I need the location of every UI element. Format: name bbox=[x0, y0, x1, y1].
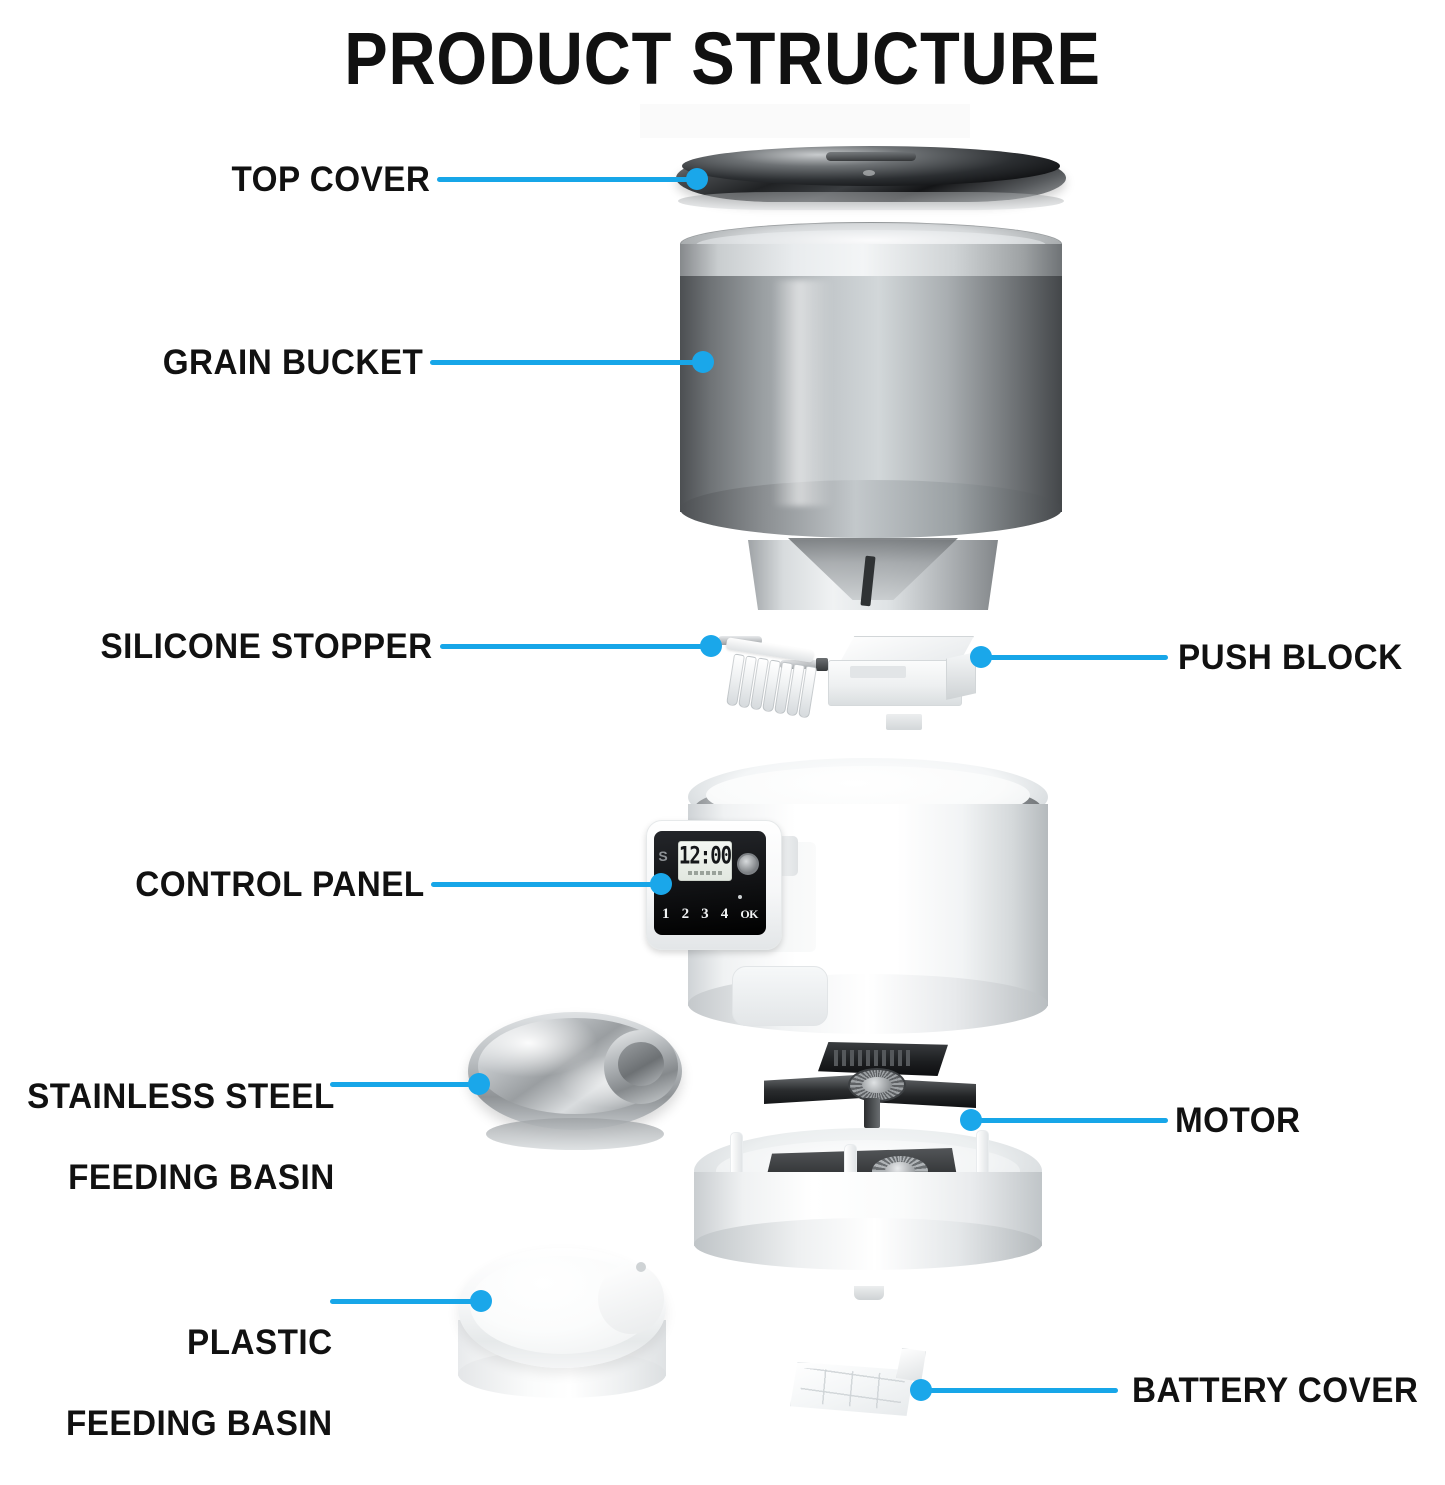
key-3[interactable]: 3 bbox=[701, 905, 709, 922]
leader-line-push-block bbox=[982, 655, 1168, 660]
callout-label-grain-bucket: GRAIN BUCKET bbox=[162, 343, 423, 382]
leader-dot-control-panel bbox=[650, 873, 672, 895]
callout-label-control-panel: CONTROL PANEL bbox=[135, 865, 425, 904]
push-block-foot bbox=[886, 714, 922, 730]
leader-line-stainless-steel-basin bbox=[330, 1082, 476, 1087]
motor-shaft bbox=[864, 1098, 880, 1128]
leader-line-control-panel bbox=[431, 882, 657, 887]
leader-dot-motor bbox=[960, 1109, 982, 1131]
leader-line-top-cover bbox=[437, 177, 691, 182]
lcd-time: 12:00 bbox=[678, 842, 732, 870]
callout-label-top-cover: TOP COVER bbox=[231, 160, 430, 199]
part-battery-cover bbox=[790, 1348, 932, 1426]
control-panel-face: S 12:00 1 2 3 4 OK bbox=[654, 831, 766, 935]
callout-label-plastic-basin: PLASTIC FEEDING BASIN bbox=[27, 1282, 333, 1485]
key-ok[interactable]: OK bbox=[740, 906, 758, 921]
key-2[interactable]: 2 bbox=[681, 905, 690, 922]
callout-label-battery-cover: BATTERY COVER bbox=[1132, 1371, 1419, 1410]
leader-dot-stainless-steel-basin bbox=[468, 1073, 490, 1095]
part-control-panel: S 12:00 1 2 3 4 OK bbox=[646, 820, 798, 950]
leader-dot-battery-cover bbox=[910, 1379, 932, 1401]
motor-gear bbox=[848, 1068, 906, 1102]
callout-label-line1: STAINLESS STEEL bbox=[27, 1076, 336, 1116]
leader-line-motor bbox=[972, 1118, 1168, 1123]
callout-label-push-block: PUSH BLOCK bbox=[1178, 638, 1403, 677]
plastic-bowl-lip bbox=[598, 1264, 664, 1334]
push-block-notch bbox=[850, 666, 906, 678]
product-structure-diagram: PRODUCT STRUCTURE bbox=[0, 17, 1419, 1443]
part-plastic-feeding-basin bbox=[458, 1248, 666, 1404]
callout-label-silicone-stopper: SILICONE STOPPER bbox=[100, 627, 433, 666]
leader-line-battery-cover bbox=[922, 1388, 1118, 1393]
top-cover-surface bbox=[682, 146, 1060, 186]
control-panel-keys: 1 2 3 4 OK bbox=[662, 903, 758, 925]
base-wall bbox=[694, 1172, 1042, 1270]
steel-bowl-base bbox=[486, 1118, 664, 1150]
part-top-cover bbox=[676, 146, 1066, 212]
leader-dot-push-block bbox=[970, 646, 992, 668]
top-cover-rim bbox=[678, 192, 1064, 210]
key-4[interactable]: 4 bbox=[720, 905, 729, 922]
part-stainless-steel-feeding-basin bbox=[468, 1012, 682, 1156]
page-title: PRODUCT STRUCTURE bbox=[344, 17, 1101, 100]
callout-label-line1: PLASTIC bbox=[187, 1322, 333, 1362]
callout-label-stainless-steel-basin: STAINLESS STEEL FEEDING BASIN bbox=[0, 1036, 335, 1239]
leader-dot-grain-bucket bbox=[692, 351, 714, 373]
top-cover-slot bbox=[825, 152, 917, 161]
top-cover-pip bbox=[863, 170, 876, 176]
part-silicone-stopper bbox=[718, 632, 830, 724]
grain-bucket-highlight bbox=[771, 280, 833, 506]
status-led bbox=[738, 895, 742, 899]
base-foot bbox=[854, 1286, 885, 1300]
clock-icon[interactable] bbox=[737, 853, 759, 875]
battery-cover-grid bbox=[798, 1368, 906, 1410]
grain-bucket-wall bbox=[680, 276, 1062, 538]
leader-dot-top-cover bbox=[686, 168, 708, 190]
part-grain-bucket-hopper bbox=[748, 530, 998, 612]
plastic-bowl-hole bbox=[636, 1262, 646, 1272]
part-grain-bucket bbox=[680, 222, 1062, 552]
battery-cover-tab bbox=[896, 1348, 926, 1382]
main-body-handle bbox=[732, 966, 828, 1026]
steel-bowl-lip-recess bbox=[618, 1042, 664, 1086]
leader-line-grain-bucket bbox=[430, 360, 698, 365]
key-1[interactable]: 1 bbox=[662, 905, 670, 922]
callout-label-line2: FEEDING BASIN bbox=[68, 1157, 336, 1197]
lcd-indicator-row bbox=[688, 871, 722, 875]
signal-icon: S bbox=[658, 848, 668, 864]
part-push-block bbox=[828, 636, 980, 730]
part-base-tray bbox=[694, 1128, 1042, 1300]
leader-line-silicone-stopper bbox=[440, 644, 706, 649]
motor-comb bbox=[834, 1046, 934, 1066]
callout-label-motor: MOTOR bbox=[1175, 1101, 1301, 1140]
part-motor bbox=[764, 1042, 976, 1134]
callout-label-line2: FEEDING BASIN bbox=[66, 1403, 333, 1443]
leader-dot-plastic-basin bbox=[470, 1290, 492, 1312]
stopper-pin-right bbox=[780, 658, 828, 671]
lcd-display: 12:00 bbox=[678, 841, 732, 881]
leader-dot-silicone-stopper bbox=[700, 635, 722, 657]
title-backdrop bbox=[640, 104, 970, 138]
leader-line-plastic-basin bbox=[330, 1299, 478, 1304]
